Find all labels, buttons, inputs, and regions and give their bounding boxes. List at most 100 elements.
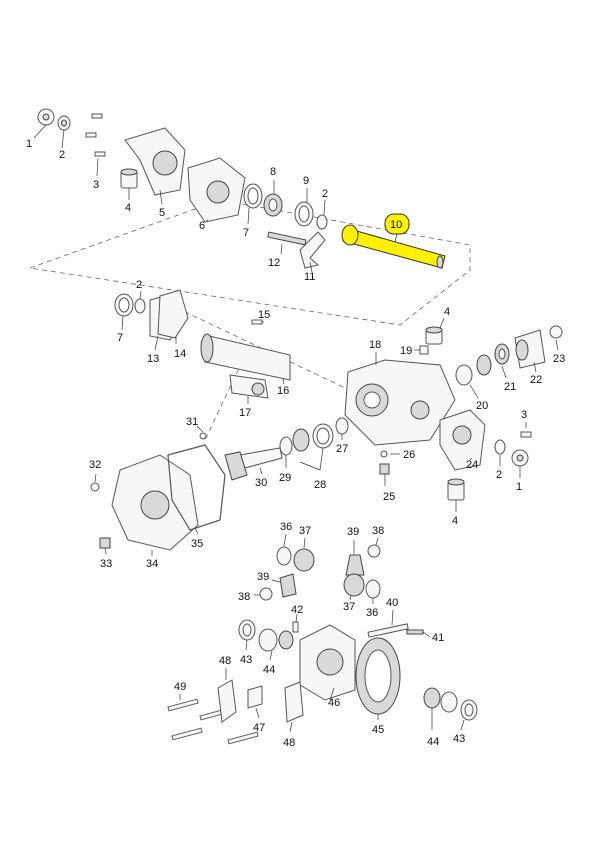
nut-23[interactable]	[549, 325, 563, 339]
callout-4c: 4	[452, 515, 458, 527]
callout-38: 38	[372, 525, 384, 537]
ring-2-top[interactable]	[57, 115, 71, 131]
race-9[interactable]	[294, 201, 314, 227]
bracket-48-right[interactable]	[284, 681, 304, 723]
bearing-21[interactable]	[494, 343, 510, 365]
side-gear-37-low[interactable]	[343, 573, 365, 597]
callout-36b: 36	[366, 607, 378, 619]
mount-bracket-5[interactable]	[124, 127, 186, 196]
bushing-4-mid[interactable]	[425, 326, 443, 345]
spacer-29[interactable]	[279, 436, 293, 456]
callout-23: 23	[553, 353, 565, 365]
clip-47[interactable]	[247, 685, 263, 709]
bearing-44-left[interactable]	[258, 628, 294, 652]
callout-31: 31	[186, 416, 198, 428]
washer-38-top[interactable]	[367, 544, 381, 558]
callout-7b: 7	[117, 332, 123, 344]
callout-37b: 37	[343, 601, 355, 613]
bearing-8[interactable]	[263, 193, 283, 217]
pinion-shaft-30[interactable]	[224, 447, 283, 481]
vent-26[interactable]	[380, 450, 388, 458]
lock-pin-41[interactable]	[406, 629, 424, 635]
washer-38-low[interactable]	[259, 587, 273, 601]
ring-2-mid[interactable]	[134, 298, 146, 314]
bearing-44-right[interactable]	[423, 687, 458, 713]
shim-43-left[interactable]	[238, 619, 256, 641]
callout-9: 9	[303, 175, 309, 187]
callout-26: 26	[403, 449, 415, 461]
gasket-14[interactable]	[157, 289, 189, 339]
shift-fork-11[interactable]	[299, 231, 326, 269]
callout-42: 42	[291, 604, 303, 616]
ring-2-low[interactable]	[494, 439, 506, 455]
callout-15: 15	[258, 309, 270, 321]
callout-13: 13	[147, 353, 159, 365]
tube-16[interactable]	[200, 333, 291, 381]
bushing-4-top[interactable]	[120, 168, 138, 189]
seal-1-low[interactable]	[511, 449, 529, 467]
flange-22[interactable]	[514, 329, 546, 369]
actuator-17[interactable]	[229, 374, 269, 399]
callout-21: 21	[504, 381, 516, 393]
callout-27: 27	[336, 443, 348, 455]
side-gear-37-top[interactable]	[293, 548, 315, 572]
housing-6[interactable]	[187, 157, 246, 223]
bearing-set-20[interactable]	[455, 354, 492, 386]
callout-35: 35	[191, 538, 203, 550]
callout-43b: 43	[453, 733, 465, 745]
bearing-27[interactable]	[335, 417, 349, 435]
callout-40: 40	[386, 597, 398, 609]
seal-1-top[interactable]	[37, 108, 55, 126]
assembly-outline-upper	[29, 199, 471, 326]
bolts-3-top[interactable]	[85, 113, 106, 157]
bearing-races-28[interactable]	[292, 423, 334, 452]
callout-2d: 2	[496, 469, 502, 481]
bolts-49[interactable]	[167, 698, 259, 745]
cross-shaft-40[interactable]	[367, 623, 409, 638]
diff-case-46[interactable]	[299, 624, 356, 701]
thrust-washer-36-top[interactable]	[276, 546, 292, 566]
callout-49: 49	[174, 681, 186, 693]
callout-25: 25	[383, 491, 395, 503]
thrust-washer-36-low[interactable]	[365, 579, 381, 599]
transfer-case-housing-18[interactable]	[344, 359, 456, 446]
callout-38b: 38	[238, 591, 250, 603]
callout-41: 41	[432, 632, 444, 644]
input-shaft-10[interactable]	[341, 224, 446, 269]
bushing-4-low[interactable]	[447, 478, 465, 501]
drain-plug-25[interactable]	[379, 463, 390, 475]
callout-30: 30	[255, 477, 267, 489]
callout-39: 39	[347, 526, 359, 538]
callout-34: 34	[146, 558, 158, 570]
plug-19[interactable]	[419, 345, 429, 355]
pinion-gear-39-low[interactable]	[279, 573, 297, 598]
shim-7-top[interactable]	[243, 183, 263, 209]
callout-43: 43	[240, 654, 252, 666]
ring-gear-45[interactable]	[355, 637, 401, 715]
gasket-35[interactable]	[167, 444, 226, 531]
bolt-3-mid[interactable]	[520, 431, 532, 438]
callout-4b: 4	[444, 306, 450, 318]
ring-2-shaft[interactable]	[316, 214, 328, 230]
callout-45: 45	[372, 724, 384, 736]
mount-bracket-24[interactable]	[439, 409, 486, 471]
callout-8: 8	[270, 166, 276, 178]
bolt-31[interactable]	[199, 432, 207, 440]
shim-43-right[interactable]	[460, 699, 478, 721]
callout-3b: 3	[521, 409, 527, 421]
callout-11: 11	[304, 271, 315, 283]
bracket-48-left[interactable]	[217, 679, 237, 723]
rear-cover-34[interactable]	[111, 454, 199, 551]
callout-6: 6	[199, 220, 205, 232]
callout-36: 36	[280, 521, 292, 533]
bolt-42[interactable]	[292, 621, 299, 633]
spring-pin-12[interactable]	[267, 231, 307, 246]
bolt-32[interactable]	[90, 482, 100, 492]
callout-39b: 39	[257, 571, 269, 583]
shim-7-mid[interactable]	[114, 293, 134, 317]
callout-2b: 2	[322, 188, 328, 200]
callout-7: 7	[243, 227, 249, 239]
callout-33: 33	[100, 558, 112, 570]
pinion-gear-39-top[interactable]	[345, 554, 365, 576]
plug-33[interactable]	[99, 537, 111, 549]
